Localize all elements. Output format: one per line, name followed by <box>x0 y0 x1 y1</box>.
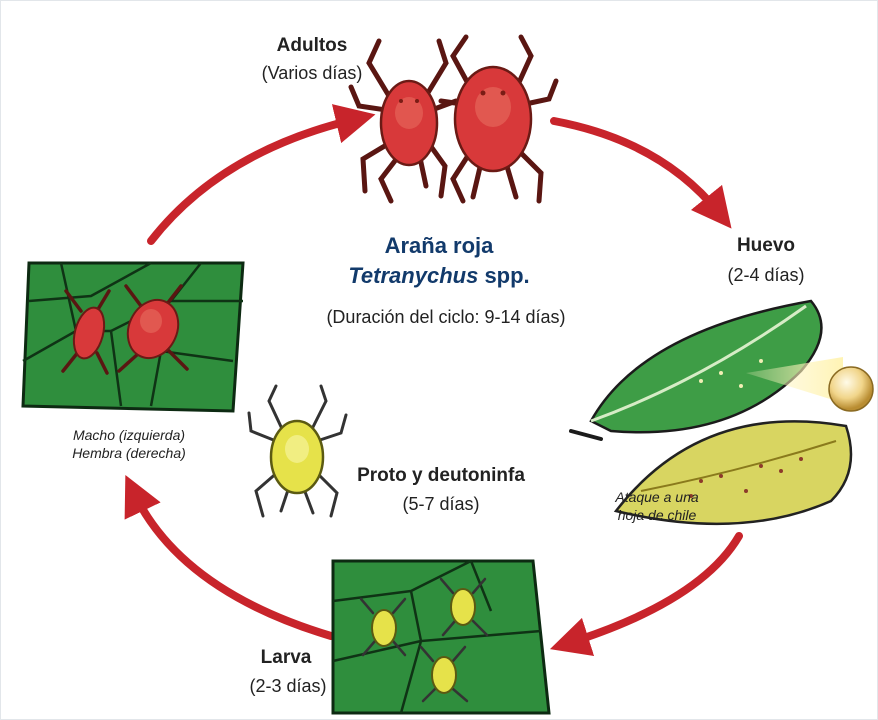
adult-mites <box>351 37 556 201</box>
leaf-caption-line2: hoja de chile <box>597 507 717 523</box>
larva-panel <box>333 561 549 713</box>
arrow-larva-to-sex <box>134 493 331 636</box>
stage-nymph-duration: (5-7 días) <box>381 494 501 515</box>
stage-adults-label: Adultos <box>259 35 365 57</box>
species-suffix: spp. <box>478 263 529 288</box>
center-species: Tetranychus spp. <box>319 263 559 289</box>
arrow-adult-to-egg <box>554 121 719 213</box>
stage-larva-label: Larva <box>251 647 321 669</box>
genus-name: Tetranychus <box>348 263 478 288</box>
center-title: Araña roja <box>339 233 539 259</box>
sex-caption-line2: Hembra (derecha) <box>31 445 227 461</box>
stage-adults-duration: (Varios días) <box>237 63 387 84</box>
stage-larva-duration: (2-3 días) <box>233 676 343 697</box>
leaf-caption-line1: Ataque a una <box>597 489 717 505</box>
stage-nymph-label: Proto y deutoninfa <box>339 465 543 487</box>
stage-egg-duration: (2-4 días) <box>713 265 819 286</box>
sex-caption-line1: Macho (izquierda) <box>31 427 227 443</box>
stage-egg-label: Huevo <box>729 235 803 257</box>
sex-panel <box>23 263 243 411</box>
arrow-sex-to-adult <box>151 119 356 241</box>
nymph-mite <box>249 386 346 516</box>
arrow-egg-to-larva <box>569 536 739 643</box>
cycle-duration: (Duración del ciclo: 9-14 días) <box>301 307 591 328</box>
